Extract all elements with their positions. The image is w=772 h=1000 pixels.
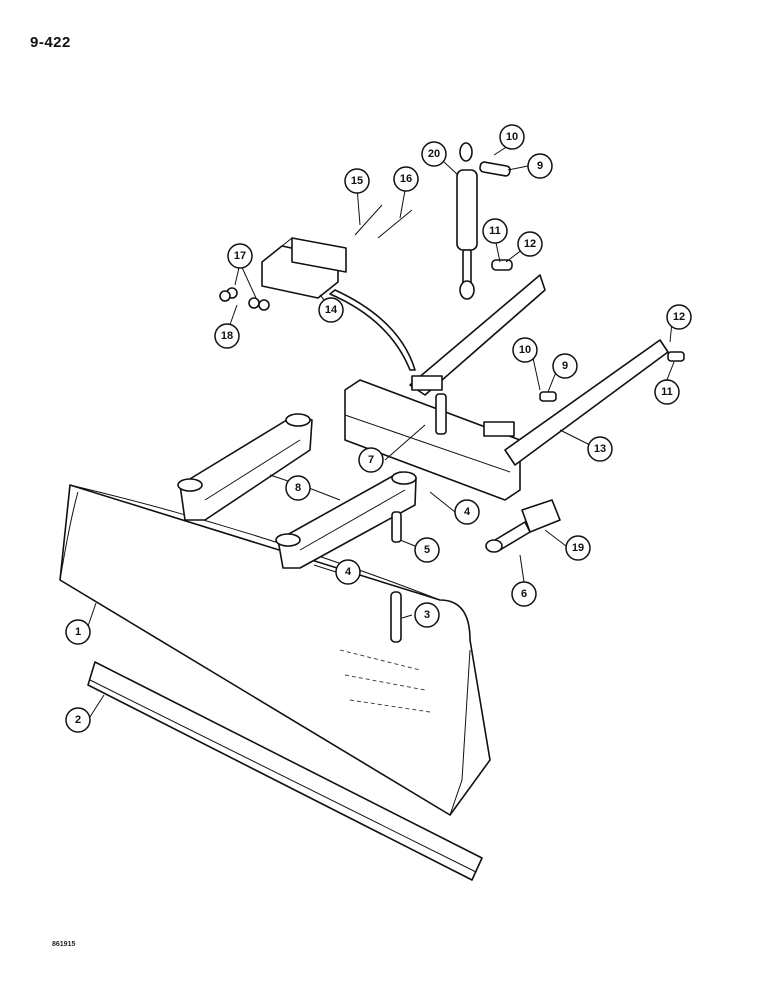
callout-14: 14 xyxy=(318,297,344,323)
callout-3: 3 xyxy=(414,602,440,628)
svg-text:10: 10 xyxy=(506,131,518,143)
callout-8: 8 xyxy=(285,475,311,501)
pin-9-lower xyxy=(539,391,557,402)
callout-15: 15 xyxy=(344,168,370,194)
callout-5: 5 xyxy=(414,537,440,563)
svg-text:2: 2 xyxy=(75,714,81,726)
callout-19: 19 xyxy=(565,535,591,561)
angle-cylinder xyxy=(485,499,561,553)
pin-9-upper xyxy=(479,161,511,177)
callout-7: 7 xyxy=(358,447,384,473)
dozer-blade xyxy=(59,484,491,816)
push-arm-upper xyxy=(177,413,313,521)
callout-1: 1 xyxy=(65,619,91,645)
pin-5 xyxy=(391,511,402,543)
svg-text:9: 9 xyxy=(562,360,568,372)
callout-11-upper: 11 xyxy=(482,218,508,244)
svg-text:17: 17 xyxy=(234,250,246,262)
svg-text:18: 18 xyxy=(221,330,233,342)
callout-17: 17 xyxy=(227,243,253,269)
callout-6: 6 xyxy=(511,581,537,607)
svg-text:13: 13 xyxy=(594,443,606,455)
bolt-15 xyxy=(354,204,383,236)
washers-nuts xyxy=(219,287,270,311)
svg-text:12: 12 xyxy=(524,238,536,250)
figure-code: 861915 xyxy=(52,941,76,948)
svg-text:4: 4 xyxy=(464,506,471,518)
svg-text:19: 19 xyxy=(572,542,584,554)
callout-4-right: 4 xyxy=(454,499,480,525)
callout-12-upper: 12 xyxy=(517,231,543,257)
callout-9-upper: 9 xyxy=(527,153,553,179)
callout-9-lower: 9 xyxy=(552,353,578,379)
svg-text:9: 9 xyxy=(537,160,543,172)
callout-11-lower: 11 xyxy=(654,379,680,405)
pin-11-upper xyxy=(491,259,513,271)
svg-text:11: 11 xyxy=(661,386,673,398)
svg-text:7: 7 xyxy=(368,454,374,466)
bolt-16 xyxy=(377,209,413,239)
svg-text:11: 11 xyxy=(489,225,501,237)
cutting-edge xyxy=(87,661,483,881)
svg-text:15: 15 xyxy=(351,175,363,187)
clamp-blocks xyxy=(261,237,347,299)
callout-2: 2 xyxy=(65,707,91,733)
mounting-frame xyxy=(344,274,669,501)
svg-text:5: 5 xyxy=(424,544,430,556)
page-number: 9-422 xyxy=(30,34,71,51)
svg-text:16: 16 xyxy=(400,173,412,185)
svg-text:20: 20 xyxy=(428,148,440,160)
svg-text:4: 4 xyxy=(345,566,352,578)
callout-10-upper: 10 xyxy=(499,124,525,150)
svg-text:3: 3 xyxy=(424,609,430,621)
svg-text:14: 14 xyxy=(325,304,338,316)
svg-text:6: 6 xyxy=(521,588,527,600)
callout-12-lower: 12 xyxy=(666,304,692,330)
svg-text:8: 8 xyxy=(295,482,301,494)
callout-20: 20 xyxy=(421,141,447,167)
pin-11-lower xyxy=(667,351,685,362)
svg-text:1: 1 xyxy=(75,626,81,638)
callout-18: 18 xyxy=(214,323,240,349)
callout-4-left: 4 xyxy=(335,559,361,585)
svg-text:12: 12 xyxy=(673,311,685,323)
svg-text:10: 10 xyxy=(519,344,531,356)
installation-arrow xyxy=(329,289,416,371)
callout-16: 16 xyxy=(393,166,419,192)
callout-10-lower: 10 xyxy=(512,337,538,363)
callout-13: 13 xyxy=(587,436,613,462)
lift-cylinder xyxy=(456,142,478,300)
push-arm-lower xyxy=(275,471,417,569)
pin-3 xyxy=(390,591,402,643)
